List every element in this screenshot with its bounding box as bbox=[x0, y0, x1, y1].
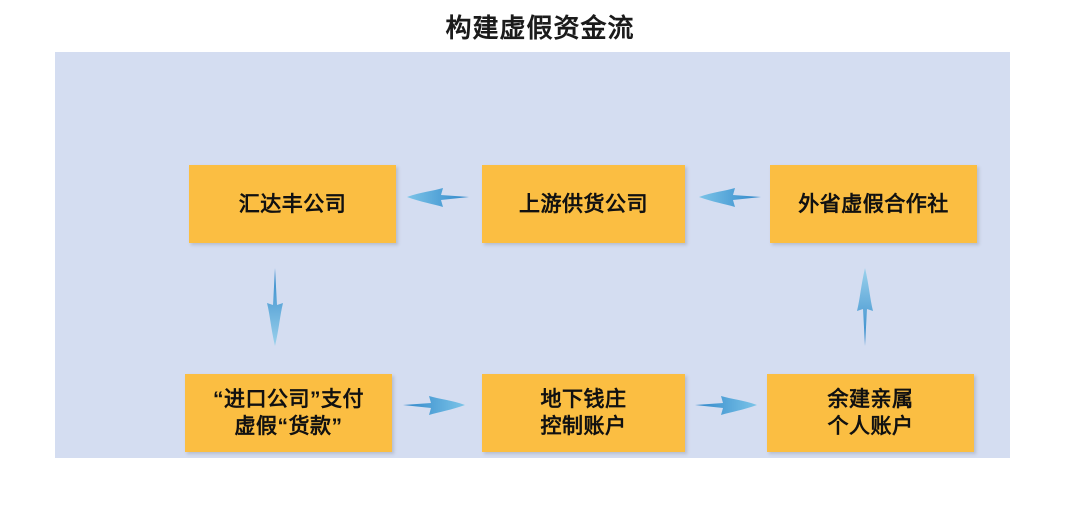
arrow-up-importer-to-huidafeng bbox=[260, 268, 290, 346]
arrow-right-supplier-to-coop bbox=[699, 184, 761, 210]
node-underground-bank-controlled-account[interactable]: 地下钱庄 控制账户 bbox=[482, 374, 685, 452]
node-yujian-relatives-personal-account[interactable]: 余建亲属 个人账户 bbox=[767, 374, 974, 452]
node-upstream-supplier[interactable]: 上游供货公司 bbox=[482, 165, 685, 243]
node-out-of-province-fake-cooperative[interactable]: 外省虚假合作社 bbox=[770, 165, 977, 243]
arrow-right-huidafeng-to-supplier bbox=[407, 184, 469, 210]
diagram-panel: 汇达丰公司 上游供货公司 外省虚假合作社 “进口公司”支付 虚假“货款” 地下钱… bbox=[55, 52, 1010, 458]
arrow-left-relatives-to-underground bbox=[695, 392, 757, 418]
node-import-company-fake-payment[interactable]: “进口公司”支付 虚假“货款” bbox=[185, 374, 392, 452]
arrow-down-coop-to-relatives bbox=[850, 268, 880, 346]
node-huidafeng-company[interactable]: 汇达丰公司 bbox=[189, 165, 396, 243]
arrow-left-underground-to-importer bbox=[403, 392, 465, 418]
page-title: 构建虚假资金流 bbox=[445, 13, 635, 43]
